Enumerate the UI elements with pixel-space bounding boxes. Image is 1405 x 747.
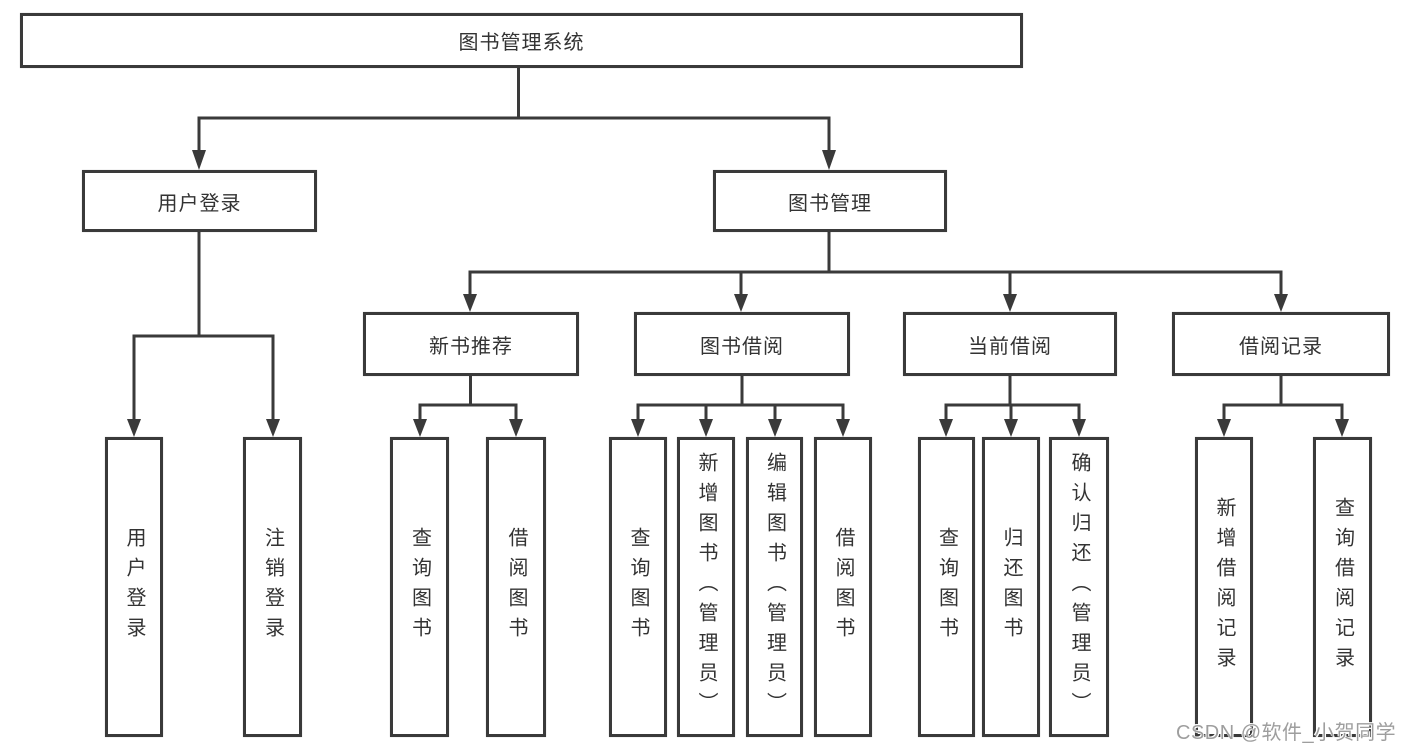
watermark: CSDN @软件_小贺同学 [1176,722,1397,744]
leaf-confirm-return-admin: 确认归还（管理员） [1049,437,1109,737]
leaf-borrow-query-book: 查询图书 [609,437,667,737]
node-book-borrow: 图书借阅 [634,312,850,376]
node-borrow-records: 借阅记录 [1172,312,1390,376]
leaf-edit-book-admin-label: 编辑图书（管理员） [763,452,786,722]
node-book-borrow-label: 图书借阅 [700,335,784,358]
node-new-book-recommend: 新书推荐 [363,312,579,376]
node-root: 图书管理系统 [20,13,1023,68]
leaf-add-book-admin: 新增图书（管理员） [677,437,735,737]
leaf-user-login-label: 用户登录 [123,527,145,647]
node-borrow-records-label: 借阅记录 [1239,335,1323,358]
node-new-book-recommend-label: 新书推荐 [429,335,513,358]
leaf-logout-label: 注销登录 [261,527,284,647]
leaf-borrow-query-book-label: 查询图书 [627,527,649,647]
leaf-query-borrow-record: 查询借阅记录 [1313,437,1372,737]
leaf-logout: 注销登录 [243,437,302,737]
node-user-login: 用户登录 [82,170,317,232]
leaf-query-borrow-record-label: 查询借阅记录 [1331,497,1354,677]
leaf-return-book-label: 归还图书 [1000,527,1022,647]
leaf-user-login: 用户登录 [105,437,163,737]
node-user-login-label: 用户登录 [157,192,242,215]
leaf-current-query-book: 查询图书 [918,437,975,737]
leaf-confirm-return-admin-label: 确认归还（管理员） [1068,452,1090,722]
leaf-borrow-book: 借阅图书 [814,437,872,737]
leaf-return-book: 归还图书 [982,437,1040,737]
leaf-current-query-book-label: 查询图书 [935,527,958,647]
leaf-recommend-query-book: 查询图书 [390,437,449,737]
node-book-management-label: 图书管理 [788,192,872,215]
leaf-recommend-borrow-book-label: 借阅图书 [505,527,527,647]
leaf-recommend-query-book-label: 查询图书 [408,527,431,647]
leaf-borrow-book-label: 借阅图书 [832,527,854,647]
node-current-borrow-label: 当前借阅 [968,335,1052,358]
node-current-borrow: 当前借阅 [903,312,1117,376]
node-book-management: 图书管理 [713,170,947,232]
leaf-add-borrow-record: 新增借阅记录 [1195,437,1253,737]
leaf-add-book-admin-label: 新增图书（管理员） [695,452,717,722]
leaf-recommend-borrow-book: 借阅图书 [486,437,546,737]
leaf-edit-book-admin: 编辑图书（管理员） [746,437,803,737]
leaf-add-borrow-record-label: 新增借阅记录 [1213,497,1235,677]
node-root-label: 图书管理系统 [458,32,585,54]
